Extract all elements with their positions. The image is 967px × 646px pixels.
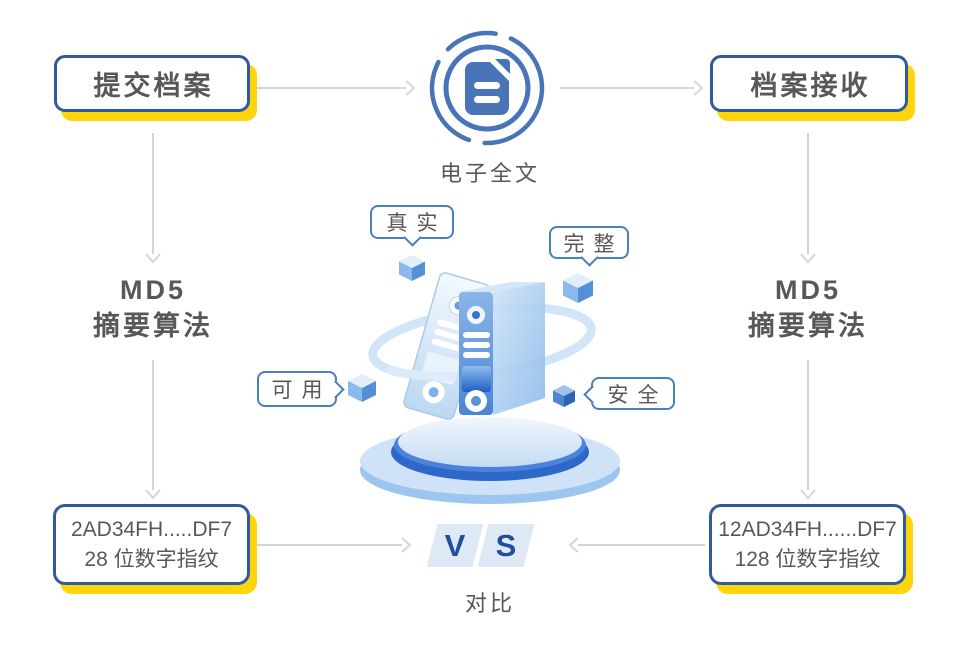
md5-left-label: MD5 摘要算法 bbox=[68, 272, 238, 344]
callout-usable: 可用 bbox=[257, 371, 337, 407]
submit-archive-label: 提交档案 bbox=[93, 71, 214, 101]
vs-letter-v: V bbox=[444, 527, 466, 563]
fingerprint-right-box: 12AD34FH......DF7 128 位数字指纹 bbox=[709, 504, 906, 585]
fingerprint-left-caption: 28 位数字指纹 bbox=[84, 547, 219, 571]
arrow-fingerprint-right-to-vs bbox=[568, 537, 705, 553]
callout-secure: 安全 bbox=[591, 377, 675, 410]
arrow-md5-to-fingerprint-left bbox=[145, 360, 161, 500]
receive-archive-label: 档案接收 bbox=[750, 71, 871, 101]
callout-authentic-label: 真实 bbox=[386, 212, 447, 235]
md5-right-line2: 摘要算法 bbox=[748, 311, 868, 341]
cube-complete bbox=[563, 273, 593, 303]
arrow-fingerprint-left-to-vs bbox=[255, 537, 412, 553]
arrow-submit-to-md5 bbox=[145, 133, 161, 264]
callout-authentic: 真实 bbox=[370, 205, 454, 239]
callout-complete: 完整 bbox=[549, 226, 629, 259]
callout-complete-label: 完整 bbox=[563, 232, 624, 256]
callout-secure-label: 安全 bbox=[607, 383, 668, 407]
fulltext-caption: 电子全文 bbox=[439, 161, 540, 186]
receive-archive-box: 档案接收 bbox=[710, 55, 908, 112]
document-icon bbox=[429, 30, 545, 146]
icon-outer-broken-ring bbox=[429, 30, 545, 146]
platform bbox=[360, 417, 620, 504]
compare-caption: 对比 bbox=[464, 591, 515, 616]
submit-archive-box: 提交档案 bbox=[54, 55, 250, 112]
cube-authentic bbox=[399, 255, 425, 281]
vs-cell-v: V bbox=[426, 524, 484, 567]
md5-left-line1: MD5 bbox=[119, 275, 186, 305]
fingerprint-left-box: 2AD34FH.....DF7 28 位数字指纹 bbox=[53, 504, 250, 585]
binder-right bbox=[459, 282, 545, 415]
arrow-submit-to-icon bbox=[255, 80, 416, 96]
arrow-receive-to-md5 bbox=[800, 133, 816, 264]
md5-right-label: MD5 摘要算法 bbox=[723, 272, 893, 344]
vs-cell-s: S bbox=[477, 524, 535, 567]
icon-doc-line-2 bbox=[474, 96, 500, 103]
cube-usable bbox=[348, 374, 376, 402]
cube-secure bbox=[553, 385, 575, 407]
vs-letter-s: S bbox=[495, 527, 517, 563]
icon-doc-line-1 bbox=[474, 82, 500, 89]
vs-mark: V S bbox=[426, 524, 535, 567]
archive-binders-illustration bbox=[348, 255, 620, 504]
arrow-md5-to-fingerprint-right bbox=[800, 360, 816, 500]
callout-usable-label: 可用 bbox=[271, 379, 332, 402]
fingerprint-right-hash: 12AD34FH......DF7 bbox=[718, 517, 897, 541]
icon-document-fold bbox=[495, 59, 510, 74]
md5-left-line2: 摘要算法 bbox=[93, 311, 213, 341]
fingerprint-right-caption: 128 位数字指纹 bbox=[734, 547, 881, 571]
fingerprint-left-hash: 2AD34FH.....DF7 bbox=[70, 517, 233, 541]
md5-right-line1: MD5 bbox=[774, 275, 841, 305]
arrow-icon-to-receive bbox=[560, 80, 704, 96]
